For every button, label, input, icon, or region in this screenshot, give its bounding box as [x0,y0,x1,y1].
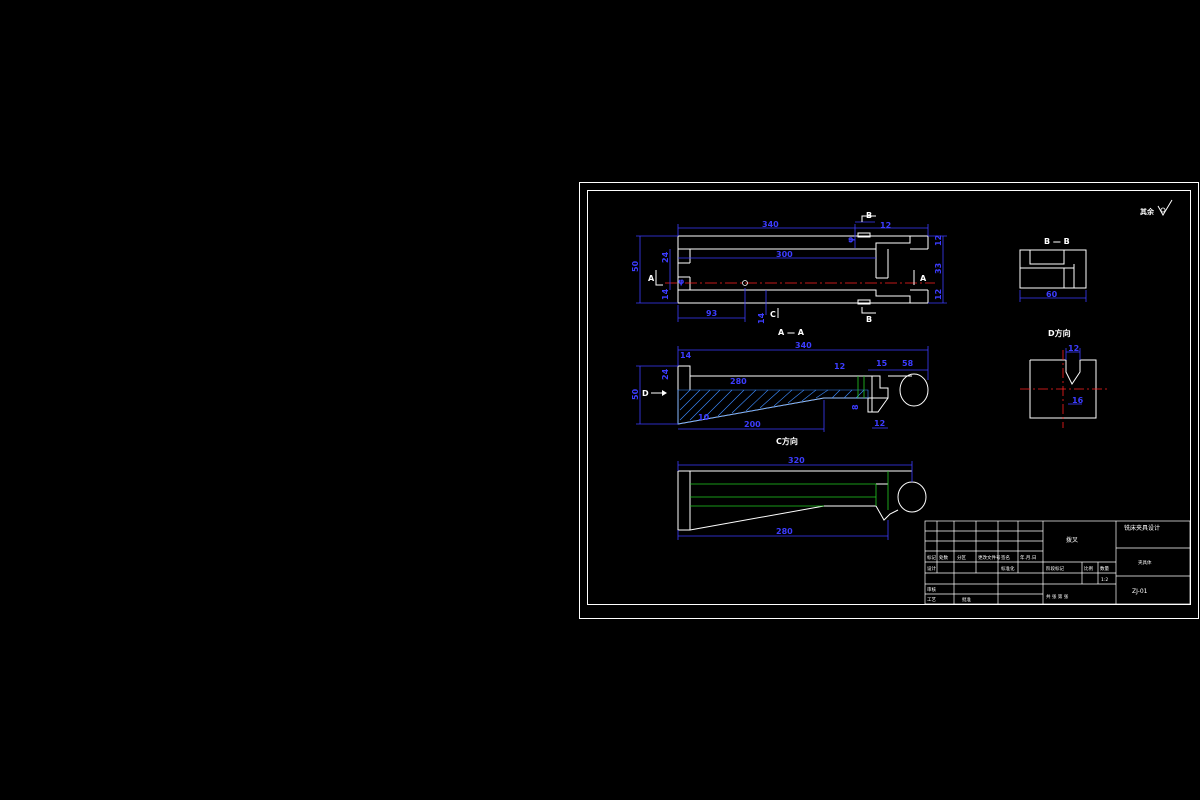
tb-row-zone: 处数 [939,554,948,561]
section-bb-title: B — B [1044,237,1070,246]
inner-border [587,190,1191,605]
view-d-centerlines [1020,350,1108,428]
outer-border [579,182,1199,619]
dim-24-left: 24 [661,251,670,263]
tb-col-qty: 数量 [1100,565,1109,572]
dim-12-notch: 12 [880,221,891,230]
view-c-title: C方向 [776,436,798,446]
dim-phi-slot: φ [846,237,855,243]
section-bb [1019,249,1087,289]
tb-row-date: 年.月.日 [1020,554,1036,561]
dim-c-280: 280 [776,527,793,536]
top-view-dims [636,221,947,322]
tb-sub-title: 夹具体 [1138,559,1152,566]
arrow-d: D [642,389,667,398]
dim-aa-15: 15 [876,359,888,368]
tb-row-process: 工艺 [927,597,936,603]
roughness-symbol: 其余 [1140,199,1173,216]
section-aa-green [857,376,865,398]
dim-14-left: 14 [661,288,670,300]
tb-row-file: 分区 [957,554,966,561]
section-aa-dim-text: 340 50 14 24 280 12 15 58 200 10 12 8 [631,341,914,429]
dim-aa-12-bot: 12 [874,419,885,428]
dim-300: 300 [776,250,793,259]
tb-drawing-no: ZJ-01 [1132,588,1148,595]
tb-sheet-info: 共 张 第 张 [1046,593,1069,600]
section-aa-dims [636,346,929,432]
dim-c-320: 320 [788,456,805,465]
tb-row-sign: 签名 [1001,554,1010,561]
top-view-hole [742,280,748,286]
roughness-note: 其余 [1140,207,1155,216]
arrow-d-label: D [642,389,649,398]
section-aa-hatch [677,389,869,425]
dim-aa-24: 24 [661,368,670,380]
dim-340-top: 340 [762,220,779,229]
dim-aa-340: 340 [795,341,812,350]
marker-a-left: A [648,274,655,283]
tb-row-mark: 标记 [927,554,936,561]
tb-row-design: 设计 [927,565,936,572]
top-view [677,232,929,305]
dim-d-12: 12 [1068,344,1079,353]
view-c-dims [677,461,913,540]
dim-aa-200: 200 [744,420,761,429]
top-view-dim-text: 340 300 93 12 50 24 14 14 12 33 12 φ φ [631,220,943,324]
tb-stage-mark: 阶段标记 [1046,565,1064,572]
dim-bb-60: 60 [1046,290,1058,299]
tb-row-approve: 批准 [962,596,971,603]
dim-50: 50 [631,260,640,272]
tb-row-standard: 标准化 [1001,565,1015,572]
dim-d-16: 16 [1072,396,1084,405]
tb-col-scale: 比例 [1084,565,1093,572]
title-block-text: 拨叉 铣床夹具设计 夹具体 ZJ-01 比例 数量 1:2 阶段标记 共 张 第… [927,524,1160,603]
dim-93: 93 [706,309,717,318]
view-d-dims [1065,348,1082,405]
tb-row-check: 审核 [927,586,936,593]
dim-aa-50: 50 [631,388,640,400]
view-d-title: D方向 [1048,328,1071,338]
marker-a-right: A [920,274,927,283]
section-bb-dim [1019,290,1087,302]
view-c [677,470,927,531]
dim-aa-58: 58 [902,359,914,368]
dim-12-right-top: 12 [934,235,943,246]
dim-aa-14: 14 [680,351,692,360]
section-aa-title: A — A [778,328,805,337]
top-view-markers: A A B B C [648,211,927,324]
title-block [924,520,1191,605]
marker-c: C [770,310,776,319]
tb-scale: 1:2 [1101,577,1108,583]
dim-33-right: 33 [934,263,943,274]
view-c-green [690,471,889,510]
section-aa-view [677,365,929,425]
marker-b-bottom: B [866,315,872,324]
dim-14-center: 14 [757,312,766,324]
tb-part-name: 拨叉 [1066,536,1078,544]
dim-phi-left: φ [678,277,684,286]
tb-row-change: 更改文件号 [978,554,1001,561]
dim-aa-12: 12 [834,362,845,371]
dim-aa-280: 280 [730,377,747,386]
dim-aa-8: 8 [851,404,860,410]
dim-12-right-bot: 12 [934,289,943,300]
dim-aa-10: 10 [698,413,710,422]
tb-company: 铣床夹具设计 [1124,524,1160,532]
